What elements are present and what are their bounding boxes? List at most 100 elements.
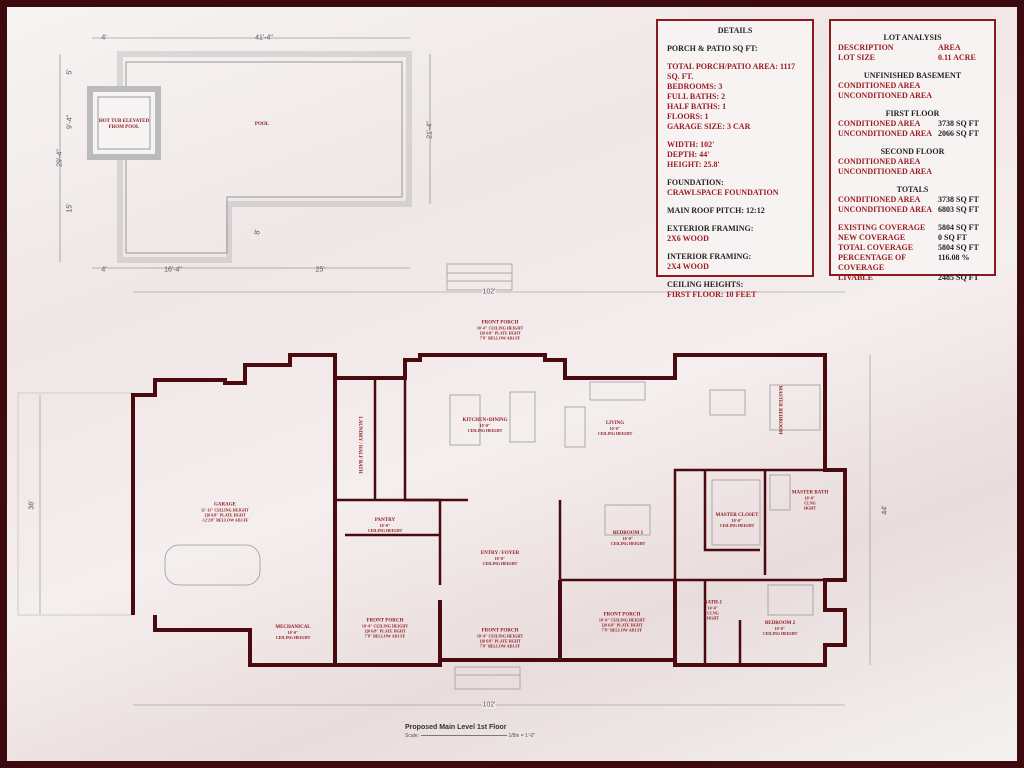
dim-pool-bottom-right: 25' — [315, 266, 325, 274]
ceiling-heading: CEILING HEIGHTS: — [667, 280, 744, 289]
foundation-heading: FOUNDATION: — [667, 178, 724, 187]
exterior-walls — [131, 353, 847, 667]
pool-drawing — [59, 37, 431, 269]
car — [164, 544, 261, 586]
dim-pool-left-total: 29'-4" — [56, 149, 64, 167]
summary-4: FLOORS: 1 — [667, 112, 709, 121]
lot-title: LOT ANALYSIS — [883, 33, 942, 42]
room-label: MASTER BEDROOM — [777, 385, 782, 435]
summary-1: BEDROOMS: 3 — [667, 82, 723, 91]
dim-plan-bottom: 102' — [482, 701, 496, 709]
dim-pool-bottom-mid: 16'-4" — [164, 266, 182, 274]
hot-tub — [87, 86, 161, 160]
hot-tub-inner — [97, 96, 151, 150]
bathtub — [769, 474, 791, 511]
details-panel: DETAILS PORCH & PATIO SQ FT: TOTAL PORCH… — [656, 19, 814, 299]
int-framing-heading: INTERIOR FRAMING: — [667, 252, 752, 261]
summary-2: FULL BATHS: 2 — [667, 92, 726, 101]
dim-pool-left-c: 15' — [66, 203, 74, 213]
bedroom1-bed — [604, 504, 651, 536]
height: HEIGHT: 25.8' — [667, 160, 720, 169]
pool-dimension-lines — [59, 37, 431, 269]
drawing-scale: Scale:1/8in = 1'-0" — [405, 733, 535, 739]
pool-outline — [125, 61, 403, 254]
sofa — [589, 381, 646, 401]
dim-pool-bottom-left: 4' — [101, 266, 107, 274]
lot-section-first: FIRST FLOOR — [885, 109, 940, 118]
dim-plan-left: 36' — [28, 500, 36, 510]
master-bed — [769, 384, 821, 431]
porch-steps — [17, 263, 521, 690]
dining-table — [509, 391, 536, 443]
lot-section-basement: UNFINISHED BASEMENT — [863, 71, 962, 80]
ext-framing-heading: EXTERIOR FRAMING: — [667, 224, 754, 233]
foundation: CRAWLSPACE FOUNDATION — [667, 188, 779, 197]
bedroom2-bed — [767, 584, 814, 616]
dim-pool-right: 21'-4" — [426, 121, 434, 139]
closet-shelves — [711, 479, 761, 546]
dim-plan-right: 44' — [881, 505, 889, 515]
drawing-title: Proposed Main Level 1st Floor — [405, 724, 507, 731]
dim-pool-inner: 8' — [254, 229, 262, 235]
summary-3: HALF BATHS: 1 — [667, 102, 727, 111]
pool-label: POOL — [254, 122, 270, 127]
interior-walls — [335, 378, 825, 665]
dim-pool-left-b: 9'-4" — [66, 115, 74, 129]
lot-section-totals: TOTALS — [896, 185, 929, 194]
chairs — [709, 389, 746, 416]
sofa-2 — [564, 406, 586, 448]
pool-coping — [117, 51, 412, 263]
lot-section-second: SECOND FLOOR — [880, 147, 945, 156]
summary-5: GARAGE SIZE: 3 CAR — [667, 122, 751, 131]
summary-0: TOTAL PORCH/PATIO AREA: 1117 SQ. FT. — [667, 62, 796, 81]
details-title: DETAILS — [717, 26, 753, 35]
room-label: LAUNDRY / HALF BATH — [357, 416, 362, 474]
porch-heading: PORCH & PATIO SQ FT: — [667, 44, 758, 53]
dim-pool-left-a: 5' — [66, 69, 74, 75]
int-framing: 2X4 WOOD — [667, 262, 709, 271]
lot-row-second: CONDITIONED AREA — [838, 157, 921, 166]
dim-pool-top-left: 4' — [101, 34, 107, 42]
ceiling: FIRST FLOOR: 10 FEET — [667, 290, 757, 299]
lot-row-basement: UNCONDITIONED AREA — [838, 91, 933, 100]
dim-plan-top: 102' — [482, 288, 496, 296]
roof-pitch: MAIN ROOF PITCH: 12:12 — [667, 206, 765, 215]
lot-row-basement: CONDITIONED AREA — [838, 81, 921, 90]
dim-pool-top: 41'-4" — [255, 34, 273, 42]
lot-row-second: UNCONDITIONED AREA — [838, 167, 933, 176]
furniture — [164, 381, 821, 616]
width: WIDTH: 102' — [667, 140, 715, 149]
ext-framing: 2X6 WOOD — [667, 234, 709, 243]
depth: DEPTH: 44' — [667, 150, 710, 159]
kitchen-island — [449, 394, 481, 446]
